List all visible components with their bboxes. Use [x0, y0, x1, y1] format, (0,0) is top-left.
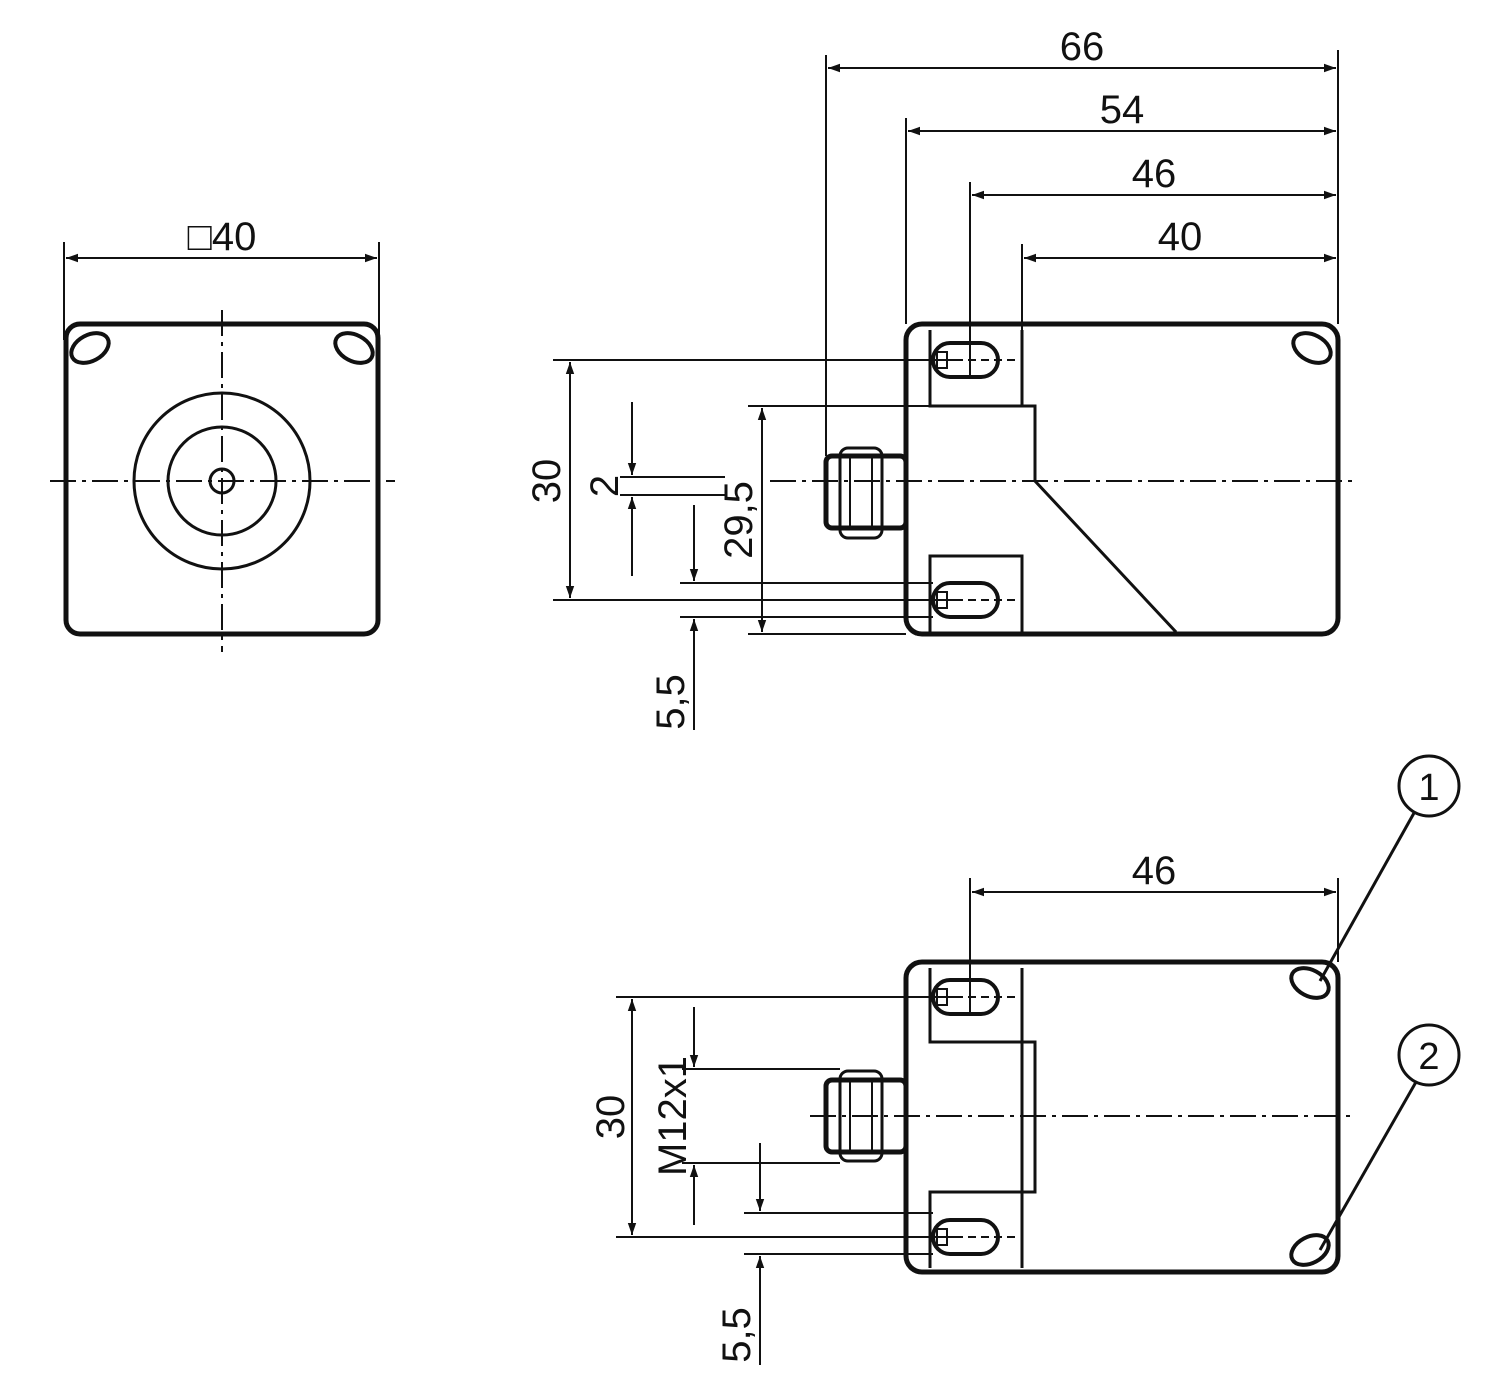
callout-2-label: 2 [1418, 1036, 1439, 1078]
bottom-mounting-hole-top [1289, 966, 1331, 1000]
bottom-dim-5-5-label: 5,5 [715, 1307, 759, 1363]
side-dim-29-5-label: 29,5 [717, 481, 761, 559]
front-mounting-hole-left [69, 331, 111, 365]
front-view: □40 [50, 215, 395, 652]
callout-2-circle [1397, 1023, 1461, 1087]
front-width-dimension-label: □40 [188, 215, 257, 259]
side-mounting-hole-corner [1291, 331, 1333, 365]
callout-2-leader [1318, 1081, 1418, 1251]
side-dim-54-label: 54 [1100, 88, 1145, 132]
bottom-dim-46-label: 46 [1132, 849, 1177, 893]
bottom-dim-m12-label: M12x1 [651, 1056, 695, 1176]
bottom-view: 46 30 M12x1 5,5 1 2 [589, 754, 1461, 1365]
side-dim-5-5-label: 5,5 [649, 674, 693, 730]
callout-1-circle [1397, 754, 1461, 818]
bottom-dim-30-label: 30 [589, 1095, 633, 1140]
callout-1-label: 1 [1418, 767, 1439, 809]
front-mounting-hole-right [333, 331, 375, 365]
side-dim-40-label: 40 [1158, 215, 1203, 259]
bottom-mounting-hole-bottom [1289, 1233, 1331, 1267]
side-connector-nut [838, 446, 884, 540]
side-view: 66 54 46 40 30 2 29,5 5,5 [525, 25, 1352, 730]
side-dim-2-label: 2 [583, 475, 627, 497]
callout-1-leader [1318, 812, 1416, 982]
side-dim-66-label: 66 [1060, 25, 1105, 69]
side-connector-outline [823, 453, 909, 531]
bottom-connector-nut [838, 1069, 884, 1163]
side-housing-profile [928, 330, 1178, 634]
side-dim-46-label: 46 [1132, 152, 1177, 196]
side-dim-30-label: 30 [525, 459, 569, 504]
